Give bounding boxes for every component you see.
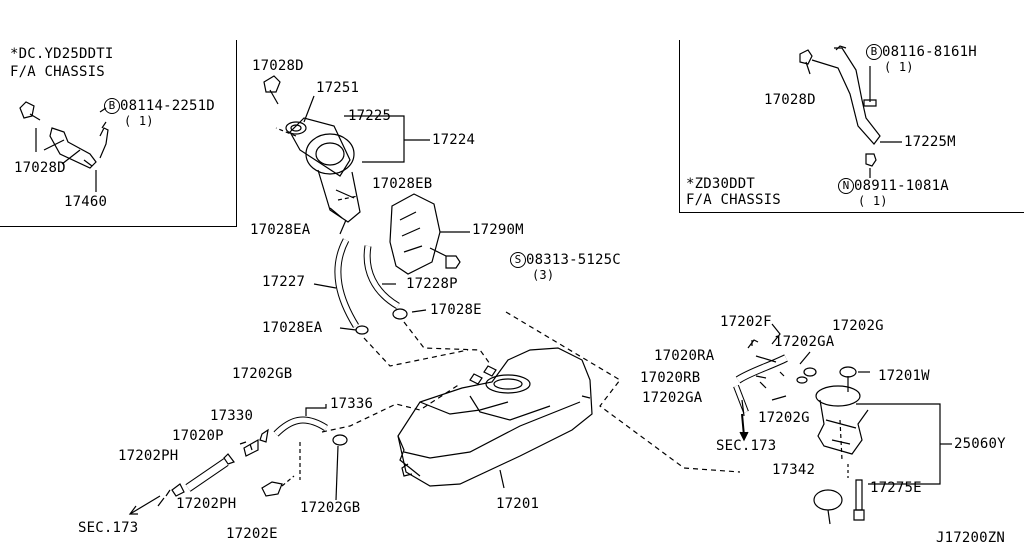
part-17028e: 17028E [430, 302, 482, 318]
part-08114-2251d: 08114-2251D [120, 98, 215, 114]
part-17224: 17224 [432, 132, 476, 148]
part-17028ea-1: 17028EA [250, 222, 311, 238]
part-17202ga-1: 17202GA [774, 334, 835, 350]
part-17251: 17251 [316, 80, 360, 96]
part-sec173-left: SEC.173 [78, 520, 139, 536]
part-17028ea-2: 17028EA [262, 320, 323, 336]
part-17336: 17336 [330, 396, 374, 412]
part-17020rb: 17020RB [640, 370, 701, 386]
part-17028d-left: 17028D [14, 160, 66, 176]
part-17020ra: 17020RA [654, 348, 715, 364]
part-17202gb-2: 17202GB [300, 500, 361, 516]
part-17028eb: 17028EB [372, 176, 433, 192]
part-17202gb-1: 17202GB [232, 366, 293, 382]
badge-b-right: B [866, 44, 882, 60]
diagram-code: J17200ZN [936, 530, 1006, 546]
part-08114-qty: ( 1) [124, 114, 154, 128]
badge-s: S [510, 252, 526, 268]
part-08313-qty: (3) [532, 268, 555, 282]
right-bracket [799, 45, 902, 178]
part-17330: 17330 [210, 408, 254, 424]
part-17201: 17201 [496, 496, 540, 512]
badge-b-left-letter: B [108, 99, 116, 112]
part-17460: 17460 [64, 194, 108, 210]
part-17342: 17342 [772, 462, 816, 478]
part-08116-8161h: 08116-8161H [882, 44, 977, 60]
part-08116-qty: ( 1) [884, 60, 914, 74]
part-25060y: 25060Y [954, 436, 1006, 452]
part-17290m: 17290M [472, 222, 524, 238]
fuel-pump-assembly [733, 339, 952, 525]
part-17202g-2: 17202G [758, 410, 810, 426]
part-08313-5125c: 08313-5125C [526, 252, 621, 268]
part-17201w: 17201W [878, 368, 930, 384]
right-inset-subtitle: F/A CHASSIS [686, 192, 781, 208]
right-inset-frame [679, 40, 1024, 213]
part-17202ph-1: 17202PH [118, 448, 179, 464]
part-17028d-top: 17028D [252, 58, 304, 74]
left-bracket [19, 101, 109, 192]
part-17202ga-2: 17202GA [642, 390, 703, 406]
filler-neck [263, 75, 361, 235]
part-17028d-right: 17028D [764, 92, 816, 108]
badge-n: N [838, 178, 854, 194]
fuel-tank [397, 347, 593, 489]
part-17020p: 17020P [172, 428, 224, 444]
part-17228p: 17228P [406, 276, 458, 292]
part-17227: 17227 [262, 274, 306, 290]
right-inset-title: *ZD30DDT [686, 176, 756, 192]
part-17202e: 17202E [226, 526, 278, 542]
part-17275e: 17275E [870, 480, 922, 496]
part-17225m: 17225M [904, 134, 956, 150]
heat-shield [389, 193, 470, 275]
part-17202g-1: 17202G [832, 318, 884, 334]
part-08911-qty: ( 1) [858, 194, 888, 208]
part-sec173-right: SEC.173 [716, 438, 777, 454]
part-17202f: 17202F [720, 314, 772, 330]
left-inset-subtitle: F/A CHASSIS [10, 64, 105, 80]
badge-n-letter: N [842, 179, 850, 192]
badge-b-right-letter: B [870, 45, 878, 58]
badge-b-left: B [104, 98, 120, 114]
part-17225: 17225 [348, 108, 392, 124]
left-inset-title: *DC.YD25DDTI [10, 46, 114, 62]
part-08911-1081a: 08911-1081A [854, 178, 949, 194]
badge-s-letter: S [514, 253, 522, 266]
left-inset-frame [0, 40, 237, 227]
part-17202ph-2: 17202PH [176, 496, 237, 512]
